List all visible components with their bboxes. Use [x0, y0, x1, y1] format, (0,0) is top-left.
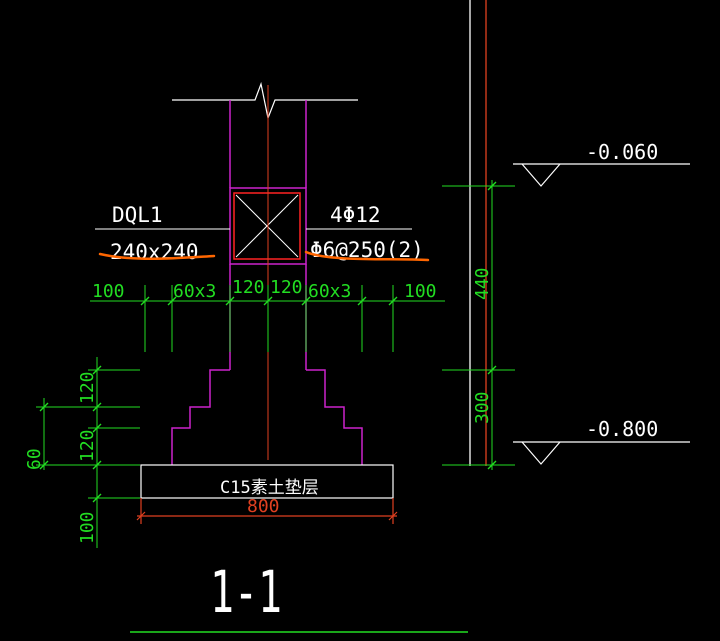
top-dimension-ticks	[140, 296, 398, 306]
dim-top-5: 60x3	[308, 281, 351, 302]
elevation-marker-upper	[513, 163, 690, 187]
pad-label: C15素土垫层	[220, 478, 319, 498]
wall-break-line	[172, 81, 358, 121]
dim-left-3: 100	[77, 511, 98, 544]
beam-size: 240x240	[110, 240, 199, 264]
ring-beam-rebar	[233, 192, 301, 260]
elevation-lower-text: -0.800	[586, 417, 658, 441]
section-title: 1-1	[210, 558, 282, 626]
dim-top-6: 100	[404, 281, 437, 302]
main-rebar-label: 4Φ12	[330, 203, 381, 227]
top-dimension-line	[90, 285, 445, 352]
dim-top-1: 100	[92, 281, 125, 302]
right-dimension-ticks	[487, 181, 497, 470]
dim-top-4: 120	[270, 277, 303, 298]
elevation-upper-text: -0.060	[586, 140, 658, 164]
dim-top-3: 120	[232, 277, 265, 298]
left-dimension-texts: 120 120 100 60	[24, 371, 98, 544]
width-dimension	[136, 498, 398, 524]
top-dimension-texts: 100 60x3 120 120 60x3 100	[92, 277, 437, 302]
dim-left-1: 120	[77, 371, 98, 404]
ring-beam-cross	[235, 194, 299, 258]
stepped-footing	[171, 369, 363, 465]
markup-underlines	[98, 250, 430, 262]
concrete-pad	[140, 464, 394, 499]
width-dimension-text: 800	[247, 496, 280, 517]
dim-left-2: 120	[77, 429, 98, 462]
dim-right-upper: 440	[472, 267, 493, 300]
left-dimension-ticks	[39, 365, 102, 503]
right-dimension-lines	[442, 180, 515, 470]
dim-top-2: 60x3	[173, 281, 216, 302]
dim-left-outer: 60	[24, 448, 45, 470]
elevation-marker-lower	[513, 441, 690, 465]
dim-right-lower: 300	[472, 391, 493, 424]
beam-name: DQL1	[112, 203, 163, 227]
right-column-lines	[469, 0, 487, 466]
